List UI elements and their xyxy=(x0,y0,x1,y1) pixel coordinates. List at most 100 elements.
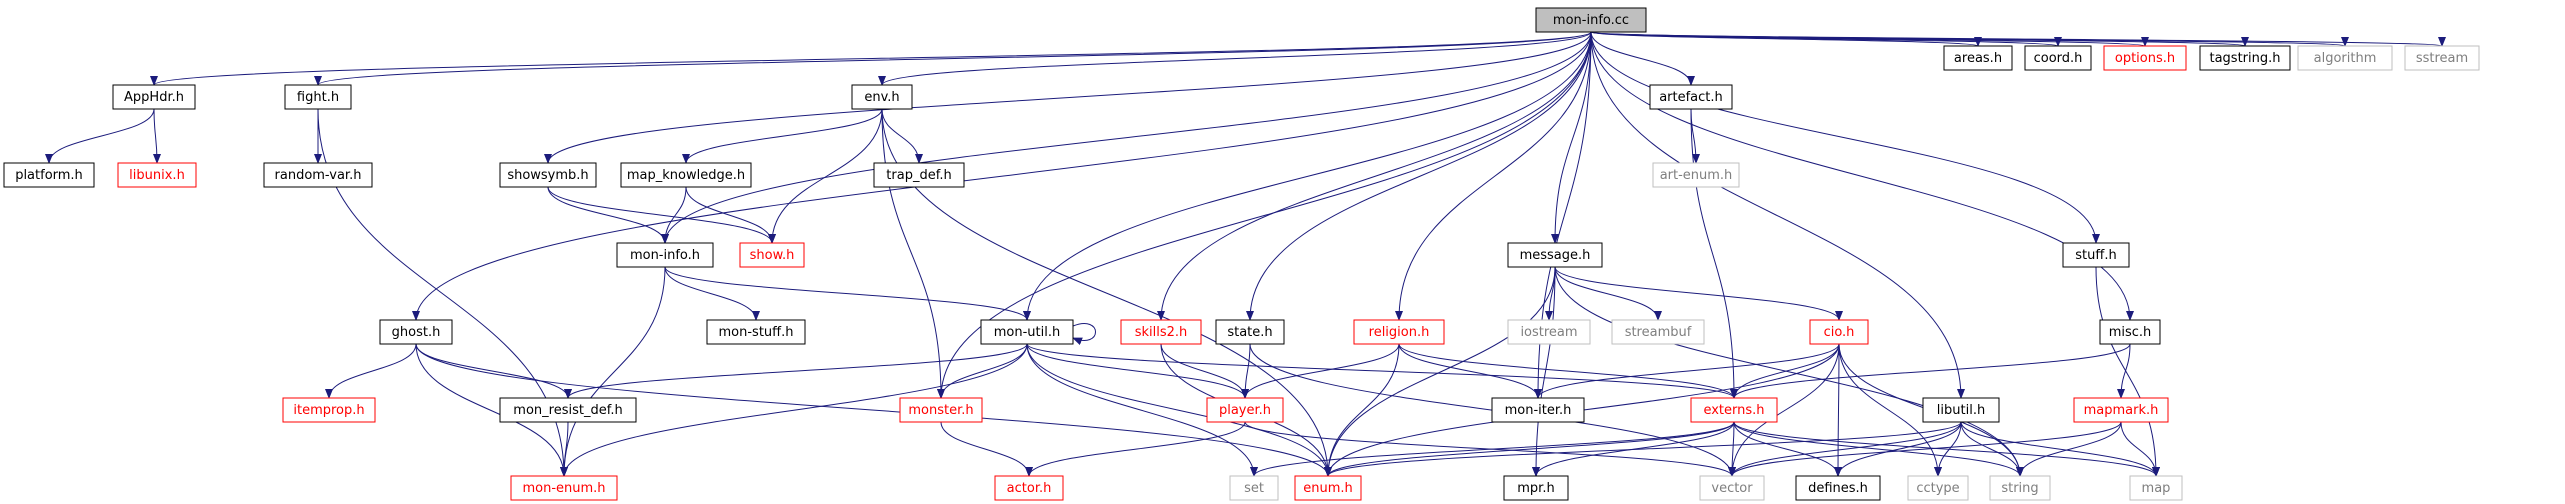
node-streambuf[interactable]: streambuf xyxy=(1611,319,1705,345)
edge-mon_info_cc-to-sstream xyxy=(1590,31,2445,47)
node-random_var_h[interactable]: random-var.h xyxy=(263,162,373,188)
node-mapmark_h[interactable]: mapmark.h xyxy=(2073,397,2169,423)
node-show_h[interactable]: show.h xyxy=(739,242,805,268)
node-artefact_h[interactable]: artefact.h xyxy=(1649,84,1733,110)
edge-externs_h-to-set xyxy=(1250,421,1735,477)
edge-message_h-to-mpr_h xyxy=(1532,266,1556,477)
node-label: mon_resist_def.h xyxy=(513,403,622,418)
node-areas_h[interactable]: areas.h xyxy=(1943,45,2013,71)
node-string[interactable]: string xyxy=(1989,475,2051,501)
node-box xyxy=(1294,475,1362,501)
node-trap_def_h[interactable]: trap_def.h xyxy=(873,162,965,188)
node-showsymb_h[interactable]: showsymb.h xyxy=(499,162,597,188)
node-state_h[interactable]: state.h xyxy=(1215,319,1285,345)
node-label: mpr.h xyxy=(1517,481,1554,496)
node-externs_h[interactable]: externs.h xyxy=(1690,397,1778,423)
edge-env_h-to-map_knowledge_h xyxy=(682,108,883,164)
node-map[interactable]: map xyxy=(2129,475,2183,501)
node-label: mon-info.cc xyxy=(1553,13,1629,28)
node-mpr_h[interactable]: mpr.h xyxy=(1503,475,1569,501)
node-box xyxy=(706,319,806,345)
node-AppHdr_h[interactable]: AppHdr.h xyxy=(112,84,196,110)
node-box xyxy=(499,162,597,188)
node-label: actor.h xyxy=(1007,481,1052,496)
edge-cio_h-to-externs_h xyxy=(1730,343,1840,399)
node-mon_info_h[interactable]: mon-info.h xyxy=(616,242,714,268)
node-box xyxy=(3,162,95,188)
node-label: fight.h xyxy=(297,90,339,105)
node-options_h[interactable]: options.h xyxy=(2103,45,2187,71)
node-box xyxy=(2129,475,2183,501)
edge-libutil_h-to-map xyxy=(1960,421,2160,477)
edge-mon_util_h-to-mon_resist_def_h xyxy=(564,343,1028,399)
node-libunix_h[interactable]: libunix.h xyxy=(117,162,197,188)
edge-AppHdr_h-to-libunix_h xyxy=(152,108,161,164)
node-mon_info_cc[interactable]: mon-info.cc xyxy=(1535,7,1647,33)
node-box xyxy=(1907,475,1969,501)
node-box xyxy=(851,84,913,110)
node-monster_h[interactable]: monster.h xyxy=(899,397,983,423)
edge-mon_info_cc-to-state_h xyxy=(1246,31,1592,321)
node-player_h[interactable]: player.h xyxy=(1206,397,1284,423)
node-ghost_h[interactable]: ghost.h xyxy=(379,319,453,345)
edge-externs_h-to-string xyxy=(1733,421,2024,477)
node-misc_h[interactable]: misc.h xyxy=(2099,319,2161,345)
node-box xyxy=(510,475,618,501)
node-enum_h[interactable]: enum.h xyxy=(1294,475,1362,501)
node-cctype[interactable]: cctype xyxy=(1907,475,1969,501)
node-box xyxy=(1507,319,1591,345)
edge-ghost_h-to-mon_resist_def_h xyxy=(415,343,572,399)
node-vector[interactable]: vector xyxy=(1699,475,1765,501)
node-label: player.h xyxy=(1219,403,1271,418)
edge-mon_info_h-to-mon_util_h xyxy=(664,266,1031,321)
node-mon_iter_h[interactable]: mon-iter.h xyxy=(1491,397,1585,423)
edge-mon_info_cc-to-env_h xyxy=(878,31,1592,86)
edge-misc_h-to-mapmark_h xyxy=(2117,343,2131,399)
node-platform_h[interactable]: platform.h xyxy=(3,162,95,188)
edge-mon_info_cc-to-showsymb_h xyxy=(544,31,1592,164)
node-label: vector xyxy=(1711,481,1753,496)
edge-showsymb_h-to-mon_info_h xyxy=(547,186,669,244)
node-mon_enum_h[interactable]: mon-enum.h xyxy=(510,475,618,501)
node-art_enum_h[interactable]: art-enum.h xyxy=(1652,162,1740,188)
edge-mon_util_h-to-monster_h xyxy=(937,343,1028,399)
node-libutil_h[interactable]: libutil.h xyxy=(1922,397,2000,423)
node-religion_h[interactable]: religion.h xyxy=(1353,319,1445,345)
node-box xyxy=(1809,319,1869,345)
node-sstream[interactable]: sstream xyxy=(2404,45,2480,71)
node-box xyxy=(1652,162,1740,188)
edge-message_h-to-enum_h xyxy=(1324,266,1556,477)
node-tagstring_h[interactable]: tagstring.h xyxy=(2199,45,2291,71)
node-itemprop_h[interactable]: itemprop.h xyxy=(282,397,376,423)
node-box xyxy=(284,84,352,110)
edge-state_h-to-vector xyxy=(1249,343,1736,477)
edge-mon_info_cc-to-fight_h xyxy=(314,31,1592,86)
edge-religion_h-to-externs_h xyxy=(1398,343,1738,399)
node-box xyxy=(2024,45,2092,71)
node-label: streambuf xyxy=(1625,325,1692,340)
node-box xyxy=(1611,319,1705,345)
node-map_knowledge_h[interactable]: map_knowledge.h xyxy=(620,162,752,188)
node-label: skills2.h xyxy=(1135,325,1188,340)
edge-religion_h-to-enum_h xyxy=(1324,343,1400,477)
node-message_h[interactable]: message.h xyxy=(1507,242,1603,268)
node-defines_h[interactable]: defines.h xyxy=(1795,475,1881,501)
node-coord_h[interactable]: coord.h xyxy=(2024,45,2092,71)
node-mon_util_h[interactable]: mon-util.h xyxy=(980,319,1074,345)
node-label: defines.h xyxy=(1808,481,1868,496)
node-mon_stuff_h[interactable]: mon-stuff.h xyxy=(706,319,806,345)
node-mon_resist_def_h[interactable]: mon_resist_def.h xyxy=(499,397,637,423)
node-fight_h[interactable]: fight.h xyxy=(284,84,352,110)
node-label: string xyxy=(2001,481,2038,496)
node-stuff_h[interactable]: stuff.h xyxy=(2062,242,2130,268)
node-algorithm[interactable]: algorithm xyxy=(2297,45,2393,71)
edge-mapmark_h-to-vector xyxy=(1728,421,2122,477)
node-iostream[interactable]: iostream xyxy=(1507,319,1591,345)
node-actor_h[interactable]: actor.h xyxy=(994,475,1064,501)
node-cio_h[interactable]: cio.h xyxy=(1809,319,1869,345)
node-skills2_h[interactable]: skills2.h xyxy=(1120,319,1202,345)
node-label: ghost.h xyxy=(392,325,441,340)
edge-message_h-to-cio_h xyxy=(1554,266,1843,321)
node-env_h[interactable]: env.h xyxy=(851,84,913,110)
node-set[interactable]: set xyxy=(1229,475,1279,501)
